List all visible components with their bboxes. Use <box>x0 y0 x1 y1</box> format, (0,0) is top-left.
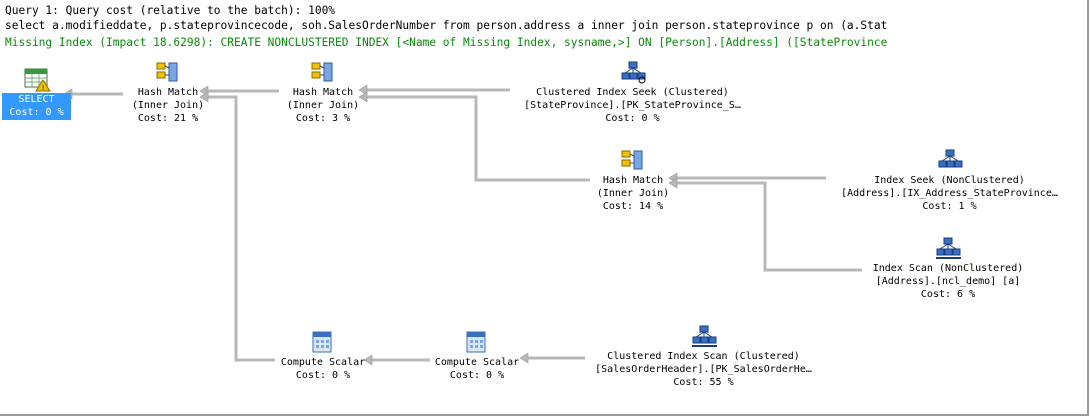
index-seek-node[interactable]: Index Seek (NonClustered) [Address].[IX_… <box>822 148 1077 213</box>
node-title: Hash Match <box>137 87 199 98</box>
node-cost: Cost: 1 % <box>922 201 977 212</box>
hash-match-node-2[interactable]: Hash Match (Inner Join) Cost: 3 % <box>268 60 378 125</box>
node-cost: Cost: 14 % <box>602 201 664 212</box>
node-cost: Cost: 3 % <box>295 113 351 124</box>
node-subtitle: [Address].[ncl_demo] [a] <box>875 276 1021 287</box>
node-subtitle: (Inner Join) <box>131 100 205 111</box>
node-cost: Cost: 21 % <box>137 113 199 124</box>
hash-match-node-3[interactable]: Hash Match (Inner Join) Cost: 14 % <box>578 148 688 213</box>
node-subtitle: (Inner Join) <box>596 188 670 199</box>
select-label-box[interactable]: SELECT Cost: 0 % <box>2 93 71 120</box>
query-cost-line: Query 1: Query cost (relative to the bat… <box>5 4 336 17</box>
node-cost: Cost: 6 % <box>920 289 976 300</box>
node-title: Hash Match <box>602 175 664 186</box>
clustered-index-seek-node[interactable]: Clustered Index Seek (Clustered) [StateP… <box>505 60 760 125</box>
hash-match-icon <box>156 62 178 82</box>
node-title: Compute Scalar <box>280 357 366 368</box>
compute-scalar-icon <box>466 331 486 353</box>
missing-index-hint[interactable]: Missing Index (Impact 18.6298): CREATE N… <box>5 36 888 49</box>
index-scan-icon <box>936 237 961 259</box>
node-cost: Cost: 0 % <box>295 370 351 381</box>
hash-match-node-1[interactable]: Hash Match (Inner Join) Cost: 21 % <box>113 60 223 125</box>
arrow-cs1-hash1 <box>208 95 275 362</box>
hash-match-icon <box>311 62 333 82</box>
arrow-iscan-hash3 <box>677 181 862 272</box>
query-text-line: select a.modifieddate, p.stateprovinceco… <box>5 19 888 32</box>
node-cost: Cost: 55 % <box>673 377 734 388</box>
compute-scalar-node-2[interactable]: Compute Scalar Cost: 0 % <box>422 330 532 382</box>
clustered-index-seek-icon <box>621 61 645 84</box>
node-cost: Cost: 0 % <box>449 370 505 381</box>
index-scan-node[interactable]: Index Scan (NonClustered) [Address].[ncl… <box>838 236 1058 301</box>
node-title: Hash Match <box>292 87 354 98</box>
select-warning-icon: ! <box>24 68 51 92</box>
select-cost: Cost: 0 % <box>9 107 64 118</box>
node-title: Compute Scalar <box>434 357 520 368</box>
node-subtitle: [StateProvince].[PK_StateProvince_S… <box>524 100 741 111</box>
node-title: Index Scan (NonClustered) <box>872 263 1024 274</box>
node-subtitle: [Address].[IX_Address_StateProvince… <box>841 188 1058 199</box>
compute-scalar-node-1[interactable]: Compute Scalar Cost: 0 % <box>268 330 378 382</box>
node-title: Clustered Index Seek (Clustered) <box>536 87 729 98</box>
select-label: SELECT <box>18 94 55 105</box>
hash-match-icon <box>621 150 643 170</box>
compute-scalar-icon <box>312 331 332 353</box>
node-subtitle: (Inner Join) <box>286 100 360 111</box>
index-seek-icon <box>938 149 962 168</box>
node-title: Index Seek (NonClustered) <box>874 175 1025 186</box>
node-subtitle: [SalesOrderHeader].[PK_SalesOrderHe… <box>595 364 812 375</box>
svg-text:!: ! <box>41 84 44 92</box>
clustered-index-scan-icon <box>691 325 717 347</box>
clustered-index-scan-node[interactable]: Clustered Index Scan (Clustered) [SalesO… <box>576 324 831 389</box>
select-node[interactable]: ! <box>2 66 71 94</box>
node-title: Clustered Index Scan (Clustered) <box>607 351 800 362</box>
arrow-hash3-hash2 <box>367 95 590 182</box>
node-cost: Cost: 0 % <box>605 113 660 124</box>
